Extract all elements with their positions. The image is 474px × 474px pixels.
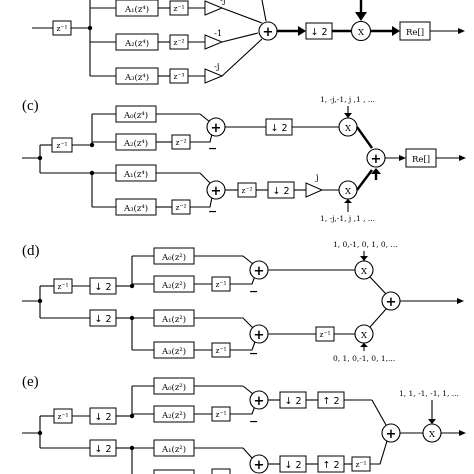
- delay-label: z⁻³: [174, 72, 185, 81]
- delay-label: z⁻²: [176, 203, 187, 212]
- gain-triangle: [204, 0, 224, 16]
- delay-label: z⁻²: [242, 186, 253, 195]
- delay-label: z⁻¹: [320, 330, 331, 339]
- sum-symbol: +: [371, 152, 382, 167]
- panel-e: (e) z⁻¹ ↓ 2 ↓ 2 A₀(z²) A₂(z²) z⁻¹ A₁(z²: [22, 374, 466, 474]
- filter-label: A₁(z⁴): [124, 4, 149, 15]
- delay-block: [211, 468, 231, 474]
- sum-symbol: +: [211, 184, 222, 199]
- gain-label: -j: [214, 62, 220, 72]
- downsample-label: ↓ 2: [94, 444, 111, 455]
- sum-symbol: +: [386, 427, 397, 442]
- filter-label: A₁(z⁴): [123, 169, 148, 180]
- filter-label: A₃(z⁴): [123, 203, 148, 214]
- filter-label: A₃(z⁴): [124, 72, 149, 83]
- filter-label: A₀(z²): [161, 382, 186, 393]
- downsample-label: ↓ 2: [310, 27, 327, 38]
- minus-sign: −: [249, 347, 258, 360]
- gain-label: j: [315, 173, 319, 183]
- downsample-label: ↓ 2: [270, 123, 287, 134]
- multiply-symbol: X: [345, 124, 352, 134]
- filter-label: A₁(z²): [161, 444, 186, 455]
- sum-symbol: +: [254, 394, 265, 409]
- delay-label: z⁻¹: [57, 24, 68, 33]
- panel-label: (c): [22, 98, 39, 114]
- panel-label: (d): [22, 243, 40, 259]
- filter-label: A₀(z²): [161, 252, 186, 263]
- minus-sign: −: [249, 285, 258, 298]
- panel-b: z⁻¹ A₁(z⁴) A₂(z⁴) A₃(z⁴) z⁻¹ z⁻² z⁻³ -j …: [32, 0, 465, 85]
- sum-symbol: +: [254, 328, 265, 343]
- minus-sign: −: [249, 415, 258, 428]
- upsample-label: ↑ 2: [322, 396, 339, 407]
- downsample-label: ↓ 2: [94, 282, 111, 293]
- gain-triangle: [305, 182, 324, 198]
- upsample-label: ↑ 2: [322, 460, 339, 471]
- delay-label: z⁻¹: [57, 141, 68, 150]
- multiply-symbol: X: [361, 331, 368, 341]
- delay-label: z⁻²: [174, 38, 185, 47]
- sequence-label: 1, -j,-1, j ,1 , ...: [320, 214, 375, 223]
- multiply-node: [350, 20, 372, 42]
- delay-label: z⁻¹: [58, 412, 69, 421]
- multiply-symbol: X: [345, 187, 352, 197]
- delay-label: z⁻¹: [174, 4, 185, 13]
- sum-symbol: +: [254, 458, 265, 473]
- sum-symbol: +: [386, 295, 397, 310]
- delay-label: z⁻¹: [216, 280, 227, 289]
- panel-c: (c) z⁻¹ A₀(z⁴) A₂(z⁴) z⁻² A₁(z⁴) A₃(z⁴): [22, 95, 466, 223]
- downsample-label: ↓ 2: [284, 396, 301, 407]
- filter-label: A₂(z⁴): [123, 138, 148, 149]
- sequence-label: 1, 0,-1, 0, 1, 0, ...: [333, 240, 398, 249]
- multiply-symbol: X: [361, 267, 368, 277]
- filter-block: [153, 469, 195, 474]
- multiply-symbol: X: [358, 28, 365, 38]
- filter-label: A₂(z⁴): [124, 38, 149, 49]
- multiply-symbol: X: [429, 430, 436, 440]
- gain-label: -j: [220, 0, 226, 6]
- delay-label: z⁻¹: [356, 460, 367, 469]
- filter-label: A₂(z²): [161, 410, 186, 421]
- filter-label: A₀(z⁴): [123, 110, 148, 121]
- sum-symbol: +: [254, 264, 265, 279]
- gain-triangle: [204, 34, 224, 50]
- minus-sign: −: [208, 142, 217, 155]
- filter-label: A₁(z²): [161, 314, 186, 325]
- filter-label: A₂(z²): [161, 280, 186, 291]
- delay-label: z⁻¹: [216, 410, 227, 419]
- downsample-label: ↓ 2: [272, 186, 289, 197]
- downsample-label: ↓ 2: [94, 412, 111, 423]
- downsample-label: ↓ 2: [94, 314, 111, 325]
- sum-symbol: +: [211, 121, 222, 136]
- sequence-label: 0, 1, 0,-1, 0, 1,...: [333, 354, 395, 363]
- delay-label: z⁻¹: [216, 346, 227, 355]
- panel-label: (e): [22, 374, 39, 390]
- sequence-label: 1, 1, -1, -1, 1, ...: [399, 389, 459, 398]
- real-part-label: Re[]: [412, 155, 430, 165]
- gain-triangle: [204, 68, 224, 84]
- downsample-label: ↓ 2: [284, 460, 301, 471]
- delay-label: z⁻²: [176, 138, 187, 147]
- gain-label: -1: [214, 29, 222, 39]
- sum-symbol: +: [263, 25, 274, 40]
- sequence-label: 1, -j,-1, j ,1 , ...: [320, 95, 375, 104]
- panel-d: (d) z⁻¹ ↓ 2 ↓ 2 A₀(z²) A₂(z²) z⁻¹: [22, 240, 464, 363]
- filter-label: A₃(z²): [161, 346, 186, 357]
- minus-sign: −: [208, 205, 217, 218]
- real-part-label: Re[]: [406, 28, 424, 38]
- delay-label: z⁻¹: [58, 282, 69, 291]
